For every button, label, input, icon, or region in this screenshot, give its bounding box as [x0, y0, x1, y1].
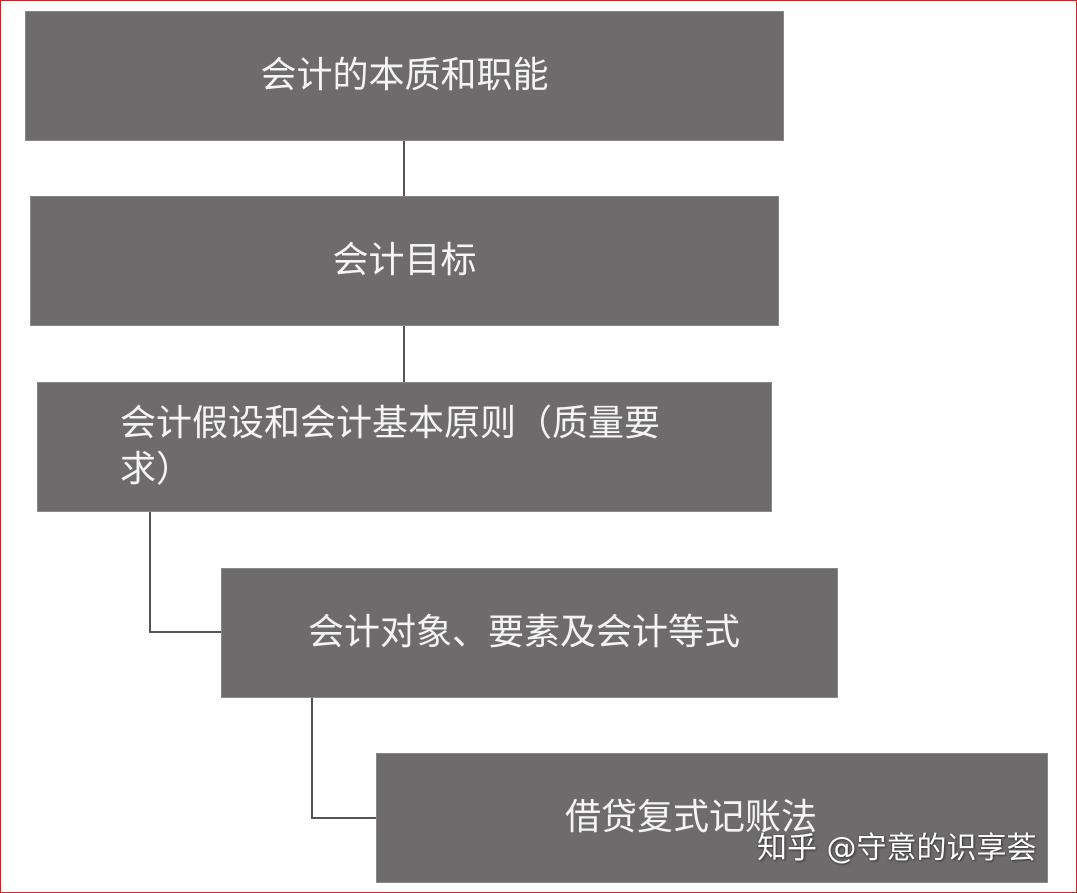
watermark: 知乎 @守意的识享荟: [757, 831, 1037, 866]
connector-4-5-horizontal: [311, 817, 376, 819]
node-label: 会计对象、要素及会计等式: [308, 612, 741, 653]
connector-3-4-horizontal: [149, 631, 221, 633]
node-label: 借贷复式记账法: [565, 797, 818, 838]
node-assumptions-principles: 会计假设和会计基本原则（质量要求）: [37, 382, 772, 512]
connector-3-4-vertical: [149, 512, 151, 633]
node-label: 会计的本质和职能: [260, 55, 549, 96]
node-label: 会计目标: [332, 240, 477, 281]
node-accounting-nature-functions: 会计的本质和职能: [25, 11, 784, 141]
connector-2-3: [403, 326, 405, 382]
node-double-entry: 借贷复式记账法: [376, 753, 1048, 883]
connector-1-2: [403, 141, 405, 196]
node-label: 会计假设和会计基本原则（质量要求）: [120, 403, 661, 490]
node-accounting-objectives: 会计目标: [30, 196, 779, 326]
connector-4-5-vertical: [311, 698, 313, 819]
node-objects-elements-equation: 会计对象、要素及会计等式: [221, 568, 838, 698]
